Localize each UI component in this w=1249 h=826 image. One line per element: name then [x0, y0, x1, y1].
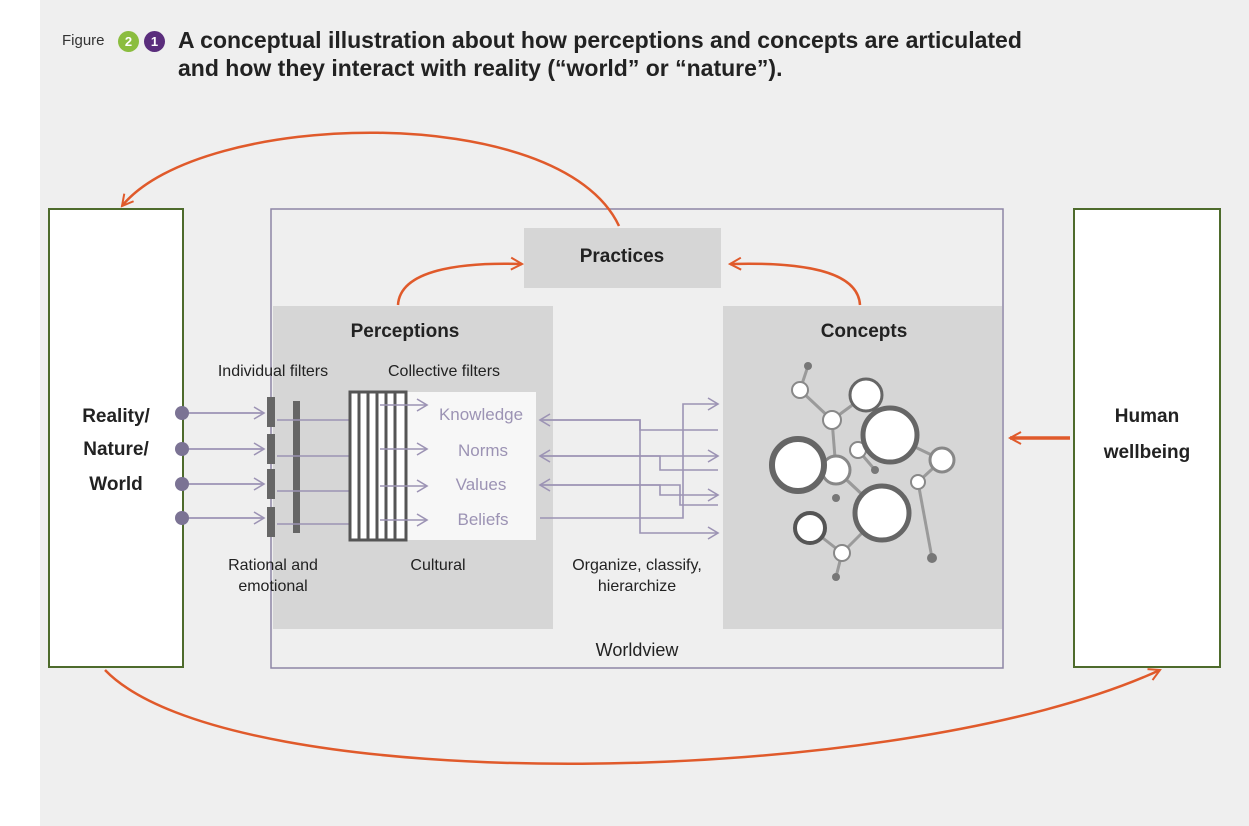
concept-node — [793, 511, 827, 545]
individual-filter-bars — [267, 397, 300, 537]
human-wellbeing-label-1: Human — [1115, 406, 1179, 427]
figure-label: Figure — [62, 32, 105, 49]
human-wellbeing-label-2: wellbeing — [1103, 442, 1191, 463]
cultural-label: Cultural — [410, 557, 465, 574]
collective-filters-label: Collective filters — [388, 363, 500, 380]
collective-filter-grid — [348, 390, 408, 542]
concept-network — [769, 362, 956, 581]
reality-label-1: Reality/ — [82, 406, 150, 427]
concept-node — [910, 474, 926, 490]
concept-node — [848, 377, 884, 413]
individual-filters-label: Individual filters — [218, 363, 328, 380]
reality-dot — [175, 406, 189, 420]
reality-box — [48, 208, 184, 668]
concept-node — [833, 544, 851, 562]
practices-label: Practices — [580, 246, 665, 267]
reality-dot — [175, 477, 189, 491]
figure-caption: A conceptual illustration about how perc… — [178, 26, 1178, 82]
collective-output-arrows — [380, 398, 429, 527]
reality-label-3: World — [89, 474, 142, 495]
filter-item-beliefs: Beliefs — [457, 510, 508, 529]
practices-to-reality-arrow — [122, 131, 621, 227]
practices-box — [524, 228, 721, 288]
perceptions-label: Perceptions — [351, 321, 460, 342]
filter-item-norms: Norms — [458, 441, 508, 460]
concepts-label: Concepts — [821, 321, 908, 342]
concept-node — [791, 381, 809, 399]
concept-node — [832, 494, 840, 502]
concept-node — [852, 483, 912, 543]
reality-dots — [175, 406, 189, 525]
reality-dot — [175, 442, 189, 456]
orange-flow-arrows — [104, 131, 1160, 765]
organize-label-2: hierarchize — [598, 578, 676, 595]
concept-node — [822, 410, 842, 430]
reality-to-wellbeing-arrow — [104, 670, 1160, 765]
reality-label-2: Nature/ — [83, 439, 149, 460]
chapter-badge: 2 — [118, 31, 139, 52]
concept-node — [804, 362, 812, 370]
worldview-label: Worldview — [596, 640, 680, 660]
concept-node — [928, 446, 956, 474]
concept-node — [871, 466, 879, 474]
rational-emotional-label-2: emotional — [238, 578, 307, 595]
caption-line-1: A conceptual illustration about how perc… — [178, 27, 1022, 53]
concept-node — [927, 553, 937, 563]
perceptions-to-practices-arrow — [396, 264, 522, 306]
concept-node — [860, 405, 920, 465]
figure-number-badge: 1 — [144, 31, 165, 52]
concept-node — [832, 573, 840, 581]
concept-node — [769, 436, 827, 494]
reality-input-arrows — [182, 406, 266, 525]
human-wellbeing-box — [1073, 208, 1221, 668]
organize-label-1: Organize, classify, — [572, 557, 702, 574]
rational-emotional-label-1: Rational and — [228, 557, 318, 574]
filter-item-knowledge: Knowledge — [439, 405, 523, 424]
filter-item-values: Values — [456, 475, 507, 494]
concepts-to-practices-arrow — [730, 264, 862, 306]
concepts-panel — [723, 306, 1002, 629]
caption-line-2: and how they interact with reality (“wor… — [178, 55, 783, 81]
reality-dot — [175, 511, 189, 525]
perception-concept-arrows — [538, 397, 720, 540]
